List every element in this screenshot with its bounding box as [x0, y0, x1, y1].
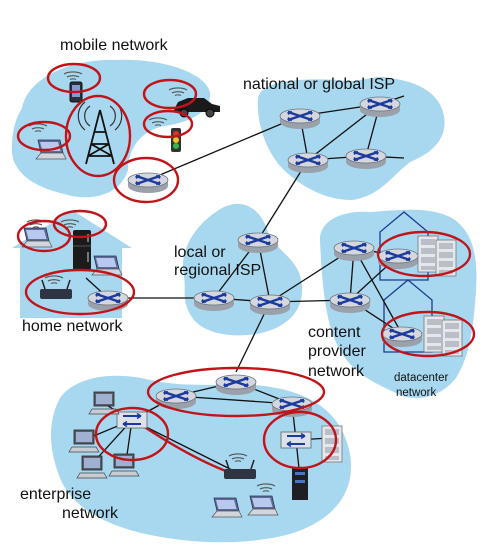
- router-icon: [248, 293, 292, 317]
- router-icon: [332, 239, 376, 263]
- car-icon: [174, 98, 220, 118]
- switch-icon: [280, 431, 312, 449]
- server-rack-icon: [321, 425, 343, 463]
- home-network-label: home network: [22, 318, 123, 335]
- highlight-rings: [16, 62, 476, 470]
- router-icon: [86, 289, 130, 313]
- server-rack-icon: [292, 468, 308, 500]
- refrigerator-icon: [73, 230, 91, 270]
- local-isp-label-line1: local or: [174, 244, 226, 261]
- router-icon: [358, 95, 402, 119]
- content-provider-label-line1: content: [308, 324, 361, 341]
- datacenter-label-line1: datacenter: [394, 372, 449, 384]
- content-provider-label-line2: provider: [308, 343, 366, 360]
- switch-icon: [116, 411, 148, 429]
- traffic-light-icon: [171, 128, 181, 152]
- wireless-router-icon: [40, 279, 72, 299]
- datacenter-label-line2: network: [396, 387, 437, 399]
- local-isp-label-line2: regional ISP: [174, 262, 262, 279]
- national-isp-label: national or global ISP: [243, 76, 396, 93]
- router-icon: [328, 291, 372, 315]
- content-provider-label-line3: network: [308, 363, 365, 380]
- router-icon: [344, 147, 388, 171]
- mobile-network-label: mobile network: [60, 37, 168, 54]
- router-icon: [286, 151, 330, 175]
- router-icon: [192, 289, 236, 313]
- router-icon: [214, 373, 258, 397]
- router-icon: [236, 231, 280, 255]
- enterprise-label-line2: network: [62, 505, 119, 522]
- server-rack-icon: [423, 315, 445, 353]
- cell-tower-icon: [77, 101, 123, 165]
- mobile-network-region: [11, 59, 211, 198]
- enterprise-label-line1: enterprise: [20, 486, 92, 503]
- router-icon: [126, 171, 170, 195]
- server-rack-icon: [417, 235, 439, 273]
- wireless-router-icon: [224, 459, 256, 479]
- router-icon: [278, 107, 322, 131]
- national-isp-region: [257, 77, 445, 200]
